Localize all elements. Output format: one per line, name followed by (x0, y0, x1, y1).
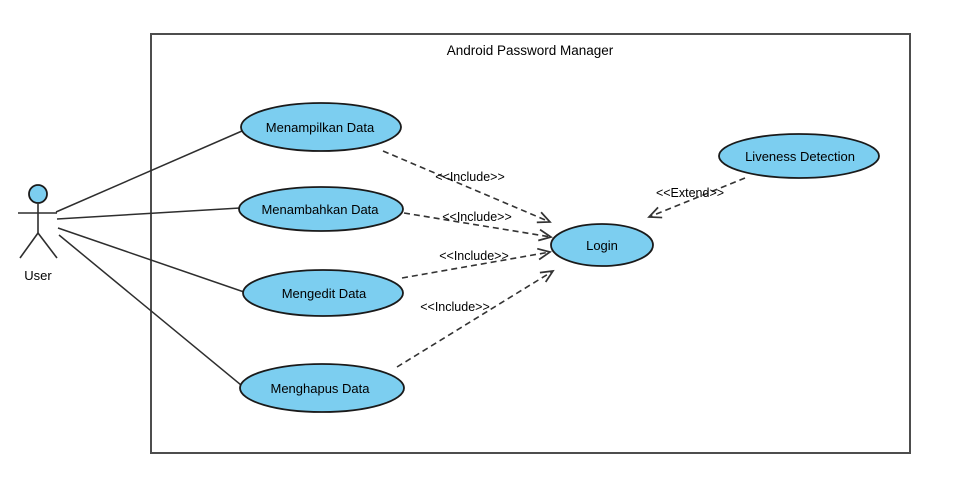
usecase-label: Menampilkan Data (266, 120, 375, 135)
extend-arrow-liveness-login (649, 177, 746, 217)
include-arrow-menambahkan-login (403, 212, 551, 237)
usecase-label: Liveness Detection (745, 149, 855, 164)
association-user-menambahkan (56, 207, 241, 220)
include-label-3: <<Include>> (439, 249, 509, 263)
usecase-mengedit-data: Mengedit Data (242, 269, 404, 317)
usecase-label: Menambahkan Data (261, 202, 379, 217)
include-arrow-menghapus-login (396, 271, 553, 368)
usecase-ellipse (240, 102, 402, 152)
usecase-label: Mengedit Data (282, 286, 367, 301)
usecase-label: Login (586, 238, 618, 253)
system-title: Android Password Manager (447, 43, 614, 58)
actor-leg-left (19, 232, 39, 259)
usecase-menampilkan-data: Menampilkan Data (240, 102, 402, 152)
actor-leg-right (37, 232, 58, 259)
usecase-menambahkan-data: Menambahkan Data (238, 186, 404, 232)
usecase-ellipse (239, 363, 405, 413)
usecase-liveness-detection: Liveness Detection (718, 133, 880, 179)
include-arrow-mengedit-login (401, 252, 550, 279)
usecase-ellipse (718, 133, 880, 179)
system-boundary (150, 33, 911, 454)
usecase-menghapus-data: Menghapus Data (239, 363, 405, 413)
usecase-login: Login (550, 223, 654, 267)
association-user-menampilkan (55, 130, 243, 213)
include-arrow-menampilkan-login (382, 150, 550, 222)
actor-user: User (18, 184, 58, 283)
actor-head (28, 184, 48, 204)
association-user-mengedit (57, 227, 245, 293)
include-label-2: <<Include>> (442, 210, 512, 224)
usecase-label: Menghapus Data (270, 381, 370, 396)
include-label-1: <<Include>> (435, 170, 505, 184)
usecase-ellipse (550, 223, 654, 267)
usecase-ellipse (238, 186, 404, 232)
include-label-4: <<Include>> (420, 300, 490, 314)
usecase-ellipse (242, 269, 404, 317)
extend-label: <<Extend>> (656, 186, 724, 200)
association-user-menghapus (58, 234, 242, 386)
actor-label: User (24, 268, 52, 283)
